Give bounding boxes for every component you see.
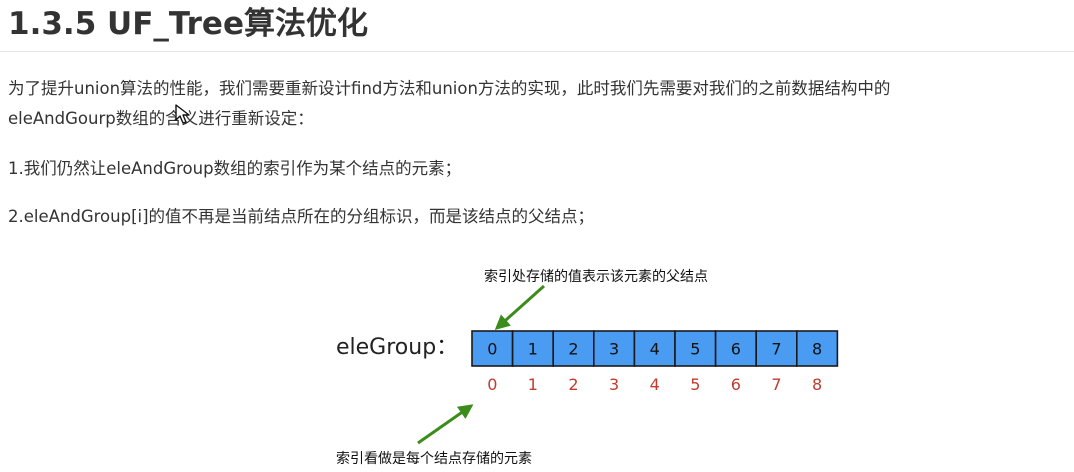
array-cell: 1 — [511, 330, 554, 367]
array-index-label: 2 — [568, 375, 578, 394]
array-cell-box — [592, 330, 636, 367]
array-cell: 8 — [795, 330, 839, 367]
array-cell: 7 — [755, 330, 798, 367]
array-cell-value: 1 — [528, 340, 538, 359]
array-index-label: 4 — [650, 375, 660, 394]
intro-paragraph: 为了提升union算法的性能，我们需要重新设计find方法和union方法的实现… — [8, 74, 890, 134]
array-cell: 0 — [471, 330, 514, 367]
array-cell-value: 3 — [609, 340, 619, 359]
array-index-label: 0 — [487, 375, 497, 394]
array-cell-box — [795, 330, 839, 367]
array-cell-value: 7 — [771, 340, 781, 359]
array-cell: 5 — [674, 330, 717, 367]
array-cell-box — [471, 330, 514, 367]
array-cell-value: 0 — [487, 340, 497, 359]
array-index-label: 6 — [731, 375, 741, 394]
point-2-paragraph: 2.eleAndGroup[i]的值不再是当前结点所在的分组标识，而是该结点的父… — [8, 207, 595, 226]
array-cell-value: 2 — [568, 340, 578, 359]
point-1-paragraph: 1.我们仍然让eleAndGroup数组的索引作为某个结点的元素； — [8, 159, 462, 178]
array-cell: 6 — [714, 330, 757, 367]
intro-line-2: eleAndGourp数组的含义进行重新设定： — [8, 109, 314, 128]
array-cell-value: 4 — [650, 340, 660, 359]
section-heading: 1.3.5 UF_Tree算法优化 — [8, 6, 368, 42]
array-label: eleGroup： — [336, 335, 458, 360]
array-cell: 3 — [592, 330, 636, 367]
top-arrow — [494, 284, 545, 330]
heading-divider — [0, 51, 1074, 52]
array-cell-box — [633, 330, 676, 367]
array-index-label: 3 — [609, 375, 619, 394]
mouse-pointer-icon — [175, 104, 190, 124]
array-cell-box — [714, 330, 757, 367]
array-cell: 2 — [552, 330, 595, 367]
array-cell-box — [755, 330, 798, 367]
array-index-label: 1 — [528, 375, 538, 394]
bottom-note: 索引看做是每个结点存储的元素 — [336, 450, 532, 467]
bottom-arrow — [417, 404, 474, 445]
array-cell-box — [674, 330, 717, 367]
array-cell-box — [552, 330, 595, 367]
array-cell-box — [511, 330, 554, 367]
array-cell-value: 5 — [690, 340, 700, 359]
array-indices: 0 1 2 3 4 5 6 7 8 — [487, 375, 822, 394]
array-cell-value: 6 — [731, 340, 741, 359]
intro-line-1: 为了提升union算法的性能，我们需要重新设计find方法和union方法的实现… — [8, 79, 891, 98]
array-cell-value: 8 — [812, 340, 822, 359]
array-cell: 4 — [633, 330, 676, 367]
array-index-label: 7 — [771, 375, 781, 394]
top-note: 索引处存储的值表示该元素的父结点 — [484, 268, 708, 285]
array-index-label: 5 — [690, 375, 700, 394]
array-index-label: 8 — [812, 375, 822, 394]
array-cells: 0 1 2 3 4 5 6 7 8 — [471, 330, 839, 367]
